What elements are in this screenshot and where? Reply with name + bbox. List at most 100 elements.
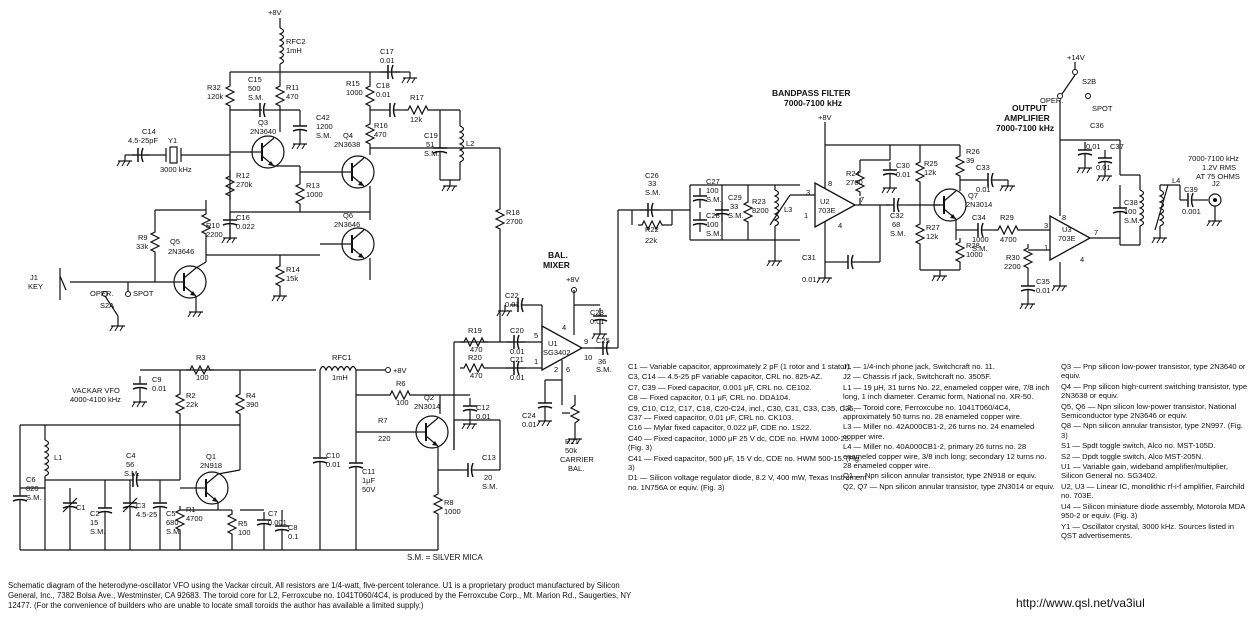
label-c32-val2: S.M.: [890, 229, 905, 238]
parts-list-entry: Q5, Q6 — Npn silicon low-power transisto…: [1061, 401, 1237, 421]
parts-list-entry: U1 — Variable gain, wideband amplifier/m…: [1061, 462, 1229, 481]
label-c3-val: 4.5-25: [136, 510, 157, 519]
label-r14: R14: [286, 265, 300, 274]
label-q2: Q2: [424, 393, 434, 402]
label-r11-val: 470: [286, 92, 299, 101]
vackar-vfo-section: [12, 365, 501, 551]
label-c12-val: 0.01: [476, 412, 491, 421]
label-c29: C29: [728, 193, 742, 202]
label-r24-val: 2700: [846, 178, 863, 187]
parts-list-entry: Q2, Q7 — Npn silicon annular transistor,…: [843, 481, 1055, 491]
label-r29-val: 4700: [1000, 235, 1017, 244]
label-r24: R24: [846, 169, 860, 178]
label-r19-val: 470: [470, 345, 483, 354]
label-q6-type: 2N3646: [334, 220, 360, 229]
label-out-spec3: AT 75 OHMS: [1196, 172, 1240, 181]
label-r21-val: 50k: [565, 446, 577, 455]
label-c2-val1: 15: [90, 518, 98, 527]
label-c1: C1: [76, 503, 86, 512]
label-c11: C11: [362, 467, 375, 476]
bandpass-output-section: [631, 62, 1223, 310]
label-pin7-u3: 7: [1094, 228, 1098, 237]
label-r27: R27: [926, 223, 940, 232]
label-c11-val2: 50V: [362, 485, 375, 494]
parts-list-entry: C8 — Fixed capacitor, 0.1 μF, CRL no. DD…: [628, 393, 791, 403]
label-c13: C13: [482, 453, 496, 462]
label-pin3-u3: 3: [1044, 221, 1048, 230]
label-c12: C12: [476, 403, 490, 412]
label-r28: R28: [966, 241, 980, 250]
label-c38-val2: S.M.: [1124, 216, 1139, 225]
label-r2-val: 22k: [186, 400, 198, 409]
label-r4-val: 390: [246, 400, 259, 409]
label-c4: C4: [126, 451, 136, 460]
label-r32-val: 120k: [207, 92, 224, 101]
label-c25-val1: 36: [598, 357, 606, 366]
label-c22-val: 0.01: [505, 300, 520, 309]
label-c7-val: 0.001: [268, 518, 287, 527]
label-s2a: S2A: [100, 301, 114, 310]
label-r18-val: 2700: [506, 217, 523, 226]
label-pin1-u3: 1: [1044, 243, 1048, 252]
label-r25: R25: [924, 159, 938, 168]
label-c20-val: 0.01: [510, 347, 525, 356]
label-bal-mixer2: MIXER: [543, 260, 570, 270]
label-spot1: SPOT: [133, 289, 154, 298]
label-j2: J2: [1212, 179, 1220, 188]
label-r17-val: 12k: [410, 115, 422, 124]
label-output1: OUTPUT: [1012, 103, 1048, 113]
label-r7: R7: [378, 416, 388, 425]
label-c34-val1: 1000: [972, 235, 989, 244]
label-r9-val: 33k: [136, 242, 148, 251]
label-output3: 7000-7100 kHz: [996, 123, 1054, 133]
label-c25: C25: [596, 336, 610, 345]
label-bandpass2: 7000-7100 kHz: [784, 98, 842, 108]
label-y1-val: 3000 kHz: [160, 165, 192, 174]
label-c34-val2: S.M.: [972, 244, 987, 253]
parts-list-entry: L1 — 19 μH, 31 turns No. 22, enameled co…: [843, 382, 1050, 402]
label-r12-val: 270k: [236, 180, 253, 189]
label-u1-type: SG3402: [543, 348, 571, 357]
label-c18: C18: [376, 81, 390, 90]
label-c36: C36: [1090, 121, 1104, 130]
label-r10: R10: [206, 221, 220, 230]
label-c37: C37: [1110, 142, 1124, 151]
label-p14v: +14V: [1067, 53, 1085, 62]
label-c30: C30: [896, 161, 910, 170]
label-c5: C5: [166, 509, 176, 518]
parts-list-column-3: Q3 — Pnp silicon low-power transistor, t…: [1061, 362, 1250, 541]
label-oper1: OPER.: [90, 289, 113, 298]
label-pin4-u1: 4: [562, 323, 566, 332]
label-c37-val: 0.01: [1096, 163, 1111, 172]
label-l3: L3: [784, 205, 792, 214]
label-p8v-bp: +8V: [818, 113, 832, 122]
label-r1-val: 4700: [186, 514, 203, 523]
label-q7: Q7: [968, 191, 978, 200]
label-bal-mixer1: BAL.: [548, 250, 568, 260]
label-p8v-top: +8V: [268, 8, 282, 17]
parts-list-entry: C9, C10, C12, C17, C18, C20-C24, incl., …: [628, 403, 856, 423]
parts-list-entry: U4 — Silicon miniature diode assembly, M…: [1061, 501, 1245, 521]
label-l2: L2: [466, 139, 474, 148]
label-rfc2-val: 1mH: [286, 46, 302, 55]
label-r27-val: 12k: [926, 232, 938, 241]
label-r14-val: 15k: [286, 274, 298, 283]
parts-list-entry: D1 — Silicon voltage regulator diode, 8.…: [628, 473, 867, 492]
label-c15: C15: [248, 75, 262, 84]
label-spot2: SPOT: [1092, 104, 1113, 113]
label-c26-val1: 33: [648, 179, 656, 188]
label-c32-val1: 68: [892, 220, 900, 229]
label-r18: R18: [506, 208, 520, 217]
parts-list-entry: C41 — Fixed capacitor, 500 μF, 15 V dc, …: [628, 453, 862, 473]
parts-list-entry: C40 — Fixed capacitor, 1000 μF 25 V dc, …: [628, 433, 852, 453]
label-c6-val2: S.M.: [26, 493, 41, 502]
label-r32: R32: [207, 83, 221, 92]
label-c7: C7: [268, 509, 278, 518]
label-c18-val: 0.01: [376, 90, 391, 99]
parts-list-entry: S2 — Dpdt toggle switch, Alco MST-205N.: [1061, 451, 1204, 461]
parts-list-entry: Q1 — Npn silicon annular transistor, typ…: [843, 471, 1037, 481]
label-r8-val: 1000: [444, 507, 461, 516]
label-c10: C10: [326, 451, 340, 460]
label-s2b: S2B: [1082, 77, 1096, 86]
label-r28-val: 1000: [966, 250, 983, 259]
